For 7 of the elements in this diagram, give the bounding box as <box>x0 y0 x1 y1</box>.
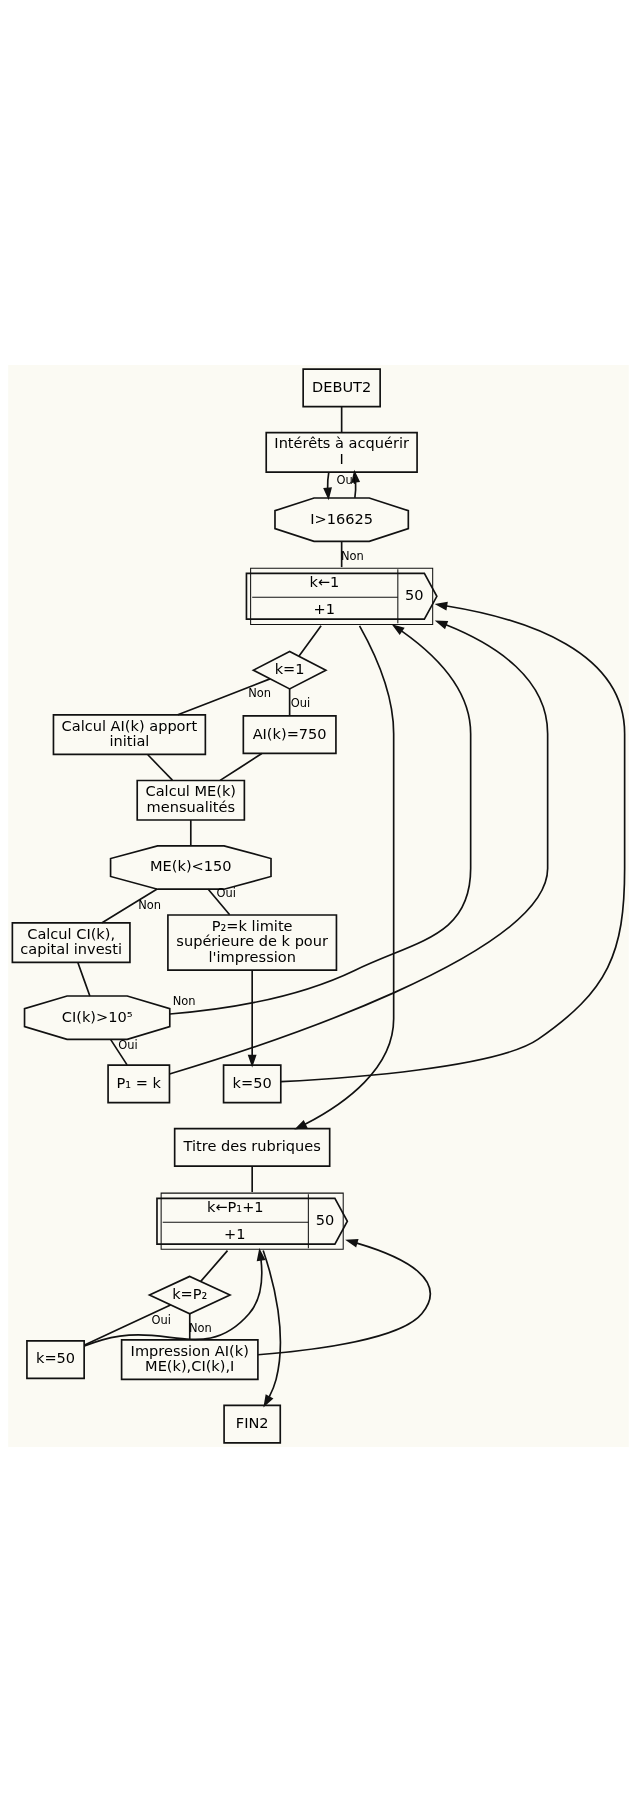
edge-label: Non <box>138 897 162 912</box>
edge-label: Oui <box>118 1037 138 1052</box>
edge-label: Non <box>340 548 364 563</box>
edge-label: Oui <box>290 695 311 710</box>
edge-label: Non <box>172 993 196 1008</box>
edge-label: Oui <box>151 1312 171 1327</box>
edge-label: Non <box>189 1320 212 1335</box>
